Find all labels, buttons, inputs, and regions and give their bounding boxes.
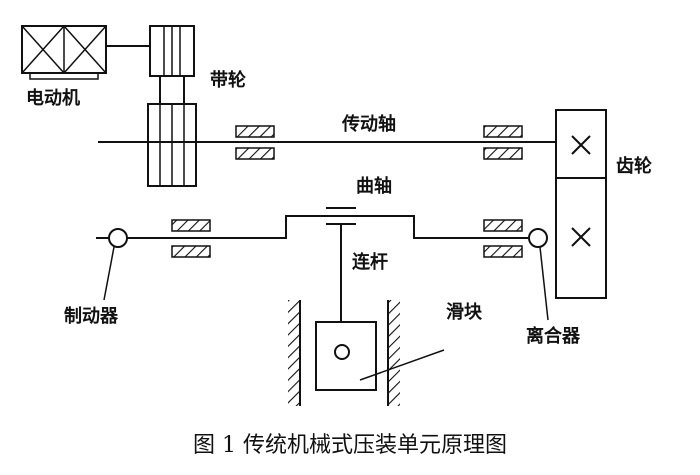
motor-label: 电动机: [26, 87, 80, 109]
crankshaft-bearing-right: [483, 219, 523, 258]
drive-shaft-label: 传动轴: [341, 113, 396, 135]
slider-leader: [359, 349, 445, 381]
slider-block: [315, 321, 377, 391]
motor: [21, 25, 107, 80]
clutch: [528, 228, 549, 321]
figure-caption: 图 1 传统机械式压装单元原理图: [193, 433, 507, 458]
slider-guide-left: [288, 300, 301, 406]
drive-shaft-bearing-left: [235, 125, 275, 160]
crankshaft-bearing-left: [171, 219, 211, 258]
gear-lower: [555, 177, 607, 299]
slider-label: 滑块: [446, 302, 483, 323]
crankshaft-label: 曲轴: [356, 175, 392, 197]
gear-upper: [555, 109, 607, 179]
belt-pulley-label: 带轮: [210, 69, 246, 91]
brake: [103, 228, 128, 301]
brake-label: 制动器: [64, 306, 119, 327]
large-pulley: [147, 103, 197, 187]
connecting-rod-label: 连杆: [352, 251, 388, 273]
gear-label: 齿轮: [616, 155, 652, 177]
small-pulley: [149, 25, 195, 77]
slider-guide-right: [387, 300, 400, 406]
belt: [159, 76, 185, 104]
crankshaft: [96, 215, 528, 239]
drive-shaft-bearing-right: [483, 125, 523, 160]
clutch-label: 离合器: [526, 325, 581, 347]
